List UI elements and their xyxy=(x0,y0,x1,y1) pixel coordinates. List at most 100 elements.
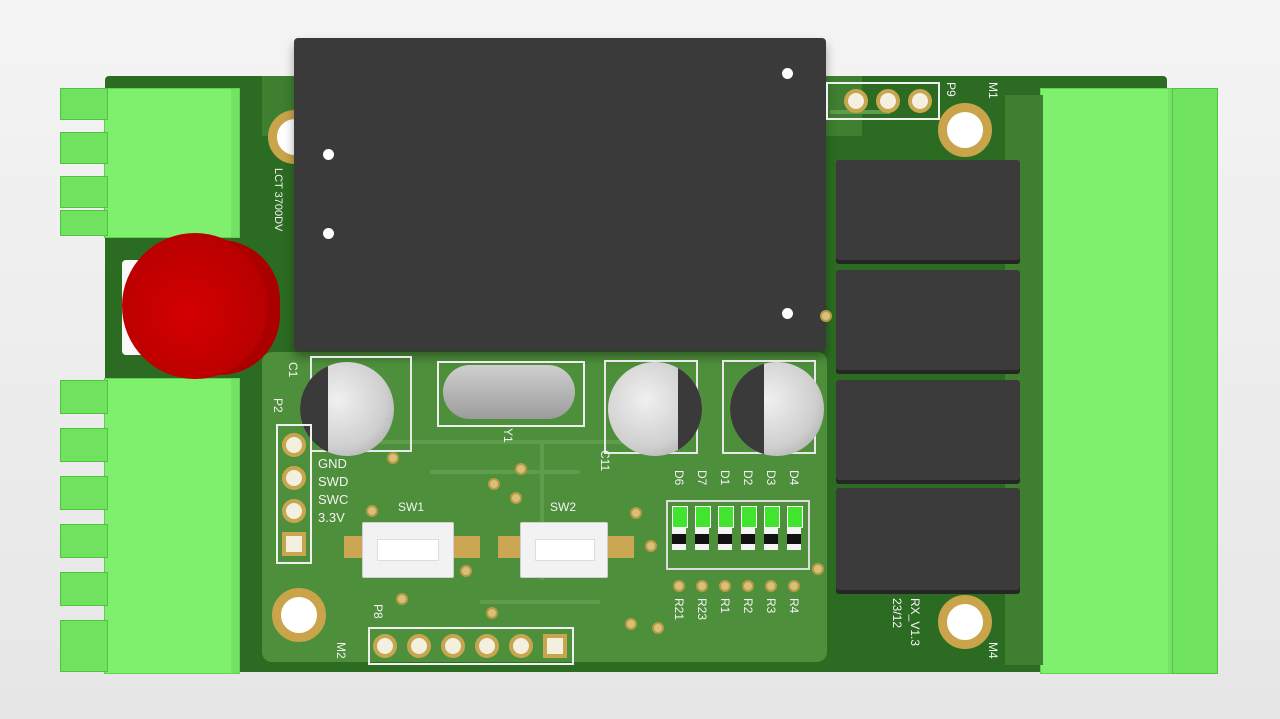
crystal-y1 xyxy=(443,365,575,419)
led-body xyxy=(787,528,801,534)
via xyxy=(625,618,637,630)
header-pin xyxy=(373,634,397,658)
relay-4 xyxy=(836,488,1020,594)
label-c1: C1 xyxy=(286,362,300,378)
label-resistor: R3 xyxy=(764,598,778,614)
terminal-fin xyxy=(60,524,108,558)
silk-module-label: LCT 3700DV xyxy=(272,168,284,232)
via xyxy=(387,452,399,464)
label-led: D3 xyxy=(764,470,778,486)
button-sw2[interactable] xyxy=(520,522,608,578)
via xyxy=(820,310,832,322)
terminal-fin xyxy=(60,620,108,672)
resistor-pad xyxy=(719,580,731,592)
label-led: D7 xyxy=(695,470,709,486)
label-m4: M4 xyxy=(986,642,1000,659)
resistor-body xyxy=(695,534,709,544)
buzzer-cap xyxy=(122,233,268,379)
header-pin xyxy=(844,89,868,113)
capacitor-c1 xyxy=(300,362,394,456)
resistor-cap xyxy=(764,544,778,550)
terminal-fin xyxy=(60,572,108,606)
via xyxy=(460,565,472,577)
via xyxy=(510,492,522,504)
resistor-pad xyxy=(673,580,685,592)
led-d1 xyxy=(718,506,734,550)
header-p9-outline xyxy=(826,82,940,120)
resistor-pad xyxy=(765,580,777,592)
resistor-pad xyxy=(696,580,708,592)
header-pin xyxy=(282,433,306,457)
led-d3 xyxy=(764,506,780,550)
header-pin xyxy=(543,634,567,658)
header-pin xyxy=(509,634,533,658)
header-pin xyxy=(282,499,306,523)
led-body xyxy=(741,528,755,534)
resistor-cap xyxy=(695,544,709,550)
led-array-outline xyxy=(666,500,810,570)
pin-label-swd: SWD xyxy=(318,474,349,489)
mount-hole-m2 xyxy=(272,588,326,642)
led-body xyxy=(695,528,709,534)
board-date-label: 23/12 xyxy=(890,598,904,629)
led-d6 xyxy=(672,506,688,550)
resistor-cap xyxy=(787,544,801,550)
label-led: D6 xyxy=(672,470,686,486)
label-resistor: R2 xyxy=(741,598,755,614)
button-plunger xyxy=(535,539,595,561)
resistor-cap xyxy=(718,544,732,550)
label-c11: C11 xyxy=(598,450,612,472)
label-y1: Y1 xyxy=(501,428,515,443)
label-sw2: SW2 xyxy=(550,500,577,514)
label-p9: P9 xyxy=(944,82,958,97)
label-led: D2 xyxy=(741,470,755,486)
label-m2: M2 xyxy=(334,642,348,659)
cap-stripe xyxy=(677,362,702,456)
terminal-fin xyxy=(60,210,108,236)
button-sw1[interactable] xyxy=(362,522,454,578)
crystal-outline xyxy=(437,361,585,427)
led-d4 xyxy=(787,506,803,550)
via xyxy=(645,540,657,552)
resistor-body xyxy=(764,534,778,544)
terminal-fin xyxy=(60,428,108,462)
resistor-body xyxy=(672,534,686,544)
pin-label-3v3: 3.3V xyxy=(318,510,345,525)
led-lens xyxy=(718,506,734,528)
capacitor-c11 xyxy=(608,362,702,456)
label-resistor: R23 xyxy=(695,598,709,621)
pcb-trace xyxy=(480,600,600,604)
via xyxy=(366,505,378,517)
led-d2 xyxy=(741,506,757,550)
resistor-pad xyxy=(742,580,754,592)
label-sw1: SW1 xyxy=(398,500,425,514)
terminal-fin xyxy=(60,132,108,164)
label-resistor: R21 xyxy=(672,598,686,621)
header-pin xyxy=(282,466,306,490)
via xyxy=(812,563,824,575)
label-m1: M1 xyxy=(986,82,1000,99)
resistor-body xyxy=(718,534,732,544)
terminal-side xyxy=(1172,88,1218,674)
led-body xyxy=(718,528,732,534)
module-pin-mark xyxy=(323,149,334,160)
resistor-body xyxy=(741,534,755,544)
terminal-fin xyxy=(60,476,108,510)
pcb-trace xyxy=(380,440,630,444)
led-body xyxy=(672,528,686,534)
resistor-body xyxy=(787,534,801,544)
via xyxy=(486,607,498,619)
header-pin xyxy=(908,89,932,113)
led-lens xyxy=(672,506,688,528)
header-pin xyxy=(407,634,431,658)
label-resistor: R4 xyxy=(787,598,801,614)
terminal-fin xyxy=(60,380,108,414)
relay-3 xyxy=(836,380,1020,484)
pcb-trace xyxy=(540,440,544,580)
terminal-block-top-left xyxy=(104,88,240,238)
header-p8-outline xyxy=(368,627,574,665)
resistor-cap xyxy=(672,544,686,550)
resistor-cap xyxy=(741,544,755,550)
header-pin xyxy=(441,634,465,658)
mount-hole-m1 xyxy=(938,103,992,157)
